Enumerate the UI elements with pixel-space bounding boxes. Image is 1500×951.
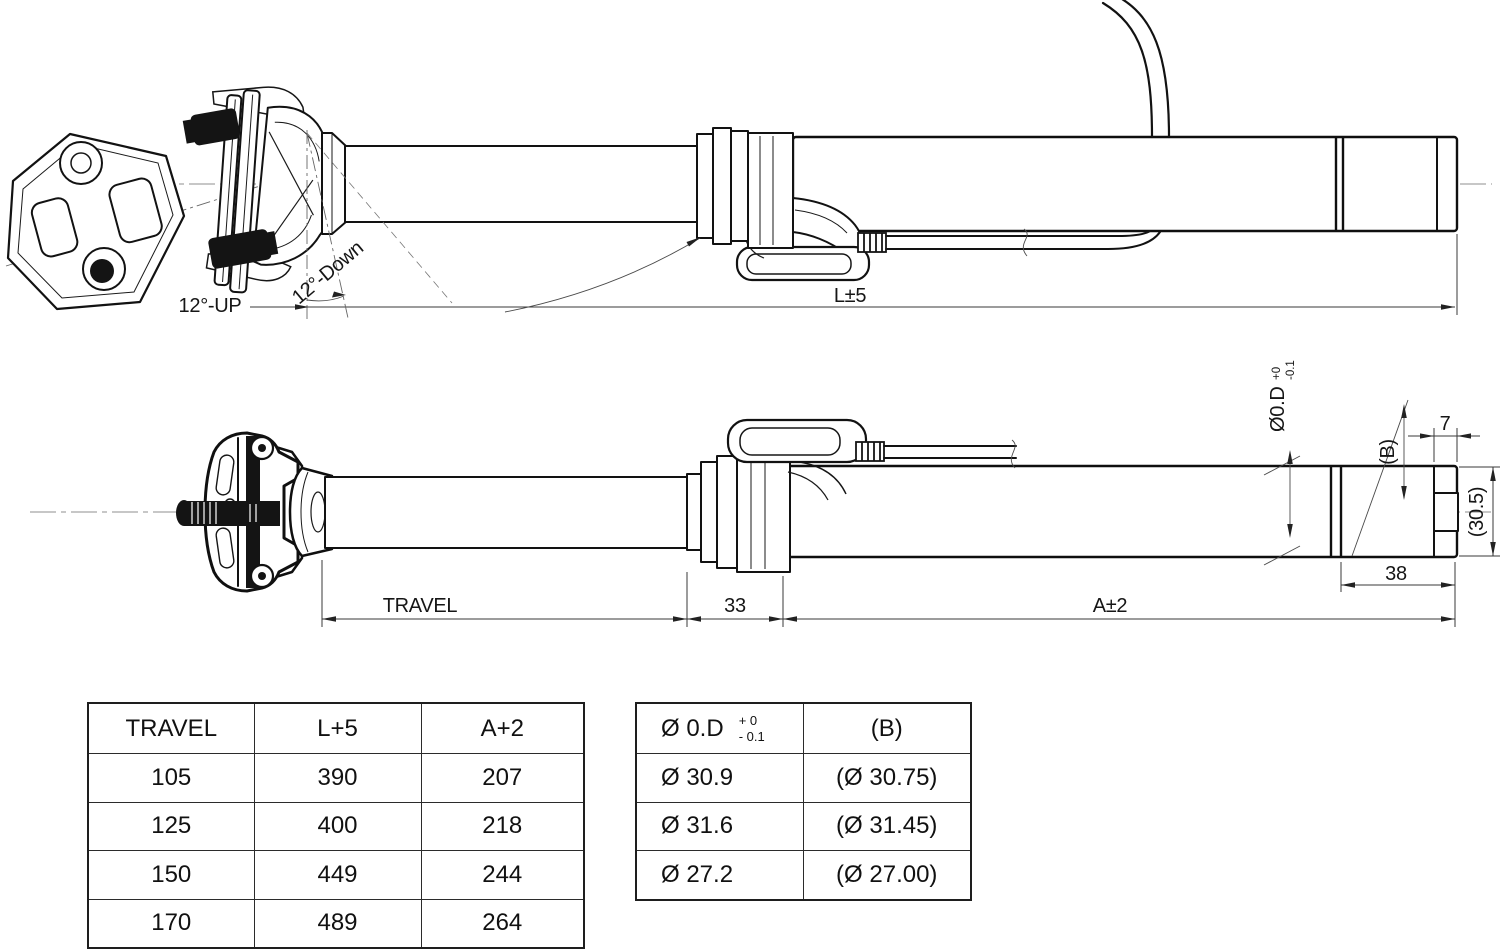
clamp-bolt-top — [182, 108, 240, 146]
data-cell: (Ø 31.45) — [802, 801, 972, 851]
saddle-clamp-front-view — [176, 431, 304, 593]
header-cell-a2: A+2 — [420, 702, 585, 754]
length-dim-label: L±5 — [834, 285, 866, 307]
diameter-table-header-row: Ø 0.D + 0 - 0.1 (B) — [635, 702, 972, 754]
od-tolerance-lower: - 0.1 — [738, 728, 765, 744]
od-header-text: Ø 0.D — [661, 714, 724, 742]
insertion-dim-label: A±2 — [1093, 595, 1128, 617]
travel-table-header-row: TRAVEL L+5 A+2 — [87, 702, 585, 754]
data-cell: 170 — [87, 898, 255, 949]
actuator-assembly-up — [726, 418, 1017, 501]
od-tol-lower: -0.1 — [1285, 360, 1297, 380]
bushing-dim-label: 38 — [1385, 563, 1407, 585]
header-cell-b: (B) — [802, 702, 972, 754]
top-view-extended: 12°-UP 12°-Down L±5 — [5, 0, 1492, 320]
data-cell: 489 — [253, 898, 422, 949]
table-row: 125 400 218 — [87, 801, 585, 851]
lower-tube — [791, 135, 1459, 233]
table-row: Ø 27.2 (Ø 27.00) — [635, 850, 972, 900]
middle-view-dimensions: TRAVEL 33 A±2 38 7 (30.5) — [321, 360, 1500, 627]
data-cell: Ø 30.9 — [635, 753, 804, 803]
end-cap-lip — [1433, 492, 1459, 532]
actuator-assembly — [735, 197, 871, 282]
upper-tube — [344, 145, 698, 223]
travel-table: TRAVEL L+5 A+2 105 390 207 125 400 218 1… — [87, 702, 585, 949]
data-cell: 400 — [253, 801, 422, 851]
housing-break-squiggle — [1010, 439, 1016, 469]
clamp-bolt-bottom — [208, 229, 279, 269]
clamp-bolt-front — [176, 500, 280, 526]
inner-tube-compressed — [324, 476, 688, 549]
od-header-tolerance: + 0 - 0.1 — [739, 713, 765, 744]
data-cell: (Ø 30.75) — [802, 753, 972, 803]
tip-dim-label: 7 — [1440, 413, 1451, 435]
header-cell-travel: TRAVEL — [87, 702, 255, 754]
header-cell-l5: L+5 — [253, 702, 422, 754]
data-cell: Ø 31.6 — [635, 801, 804, 851]
saddle-clamp-side-view — [182, 86, 335, 294]
diameter-table: Ø 0.D + 0 - 0.1 (B) Ø 30.9 (Ø 30.75) Ø 3… — [635, 702, 972, 901]
data-cell: 207 — [420, 753, 585, 803]
table-row: Ø 30.9 (Ø 30.75) — [635, 753, 972, 803]
table-row: Ø 31.6 (Ø 31.45) — [635, 801, 972, 851]
data-cell: 244 — [420, 850, 585, 900]
data-cell: 264 — [420, 898, 585, 949]
data-cell: 390 — [253, 753, 422, 803]
table-row: 150 449 244 — [87, 850, 585, 900]
header-cell-od: Ø 0.D + 0 - 0.1 — [635, 702, 804, 754]
data-cell: (Ø 27.00) — [802, 850, 972, 900]
table-row: 105 390 207 — [87, 753, 585, 803]
clamp-plate-end-view — [5, 132, 353, 311]
seal-collar — [696, 127, 794, 249]
outer-tube — [738, 464, 1459, 559]
data-cell: Ø 27.2 — [635, 850, 804, 900]
housing-break-squiggle — [1022, 228, 1028, 257]
gap-dim-label: 33 — [724, 595, 746, 617]
data-cell: 150 — [87, 850, 255, 900]
cable-housing — [857, 0, 1171, 257]
data-cell: 449 — [253, 850, 422, 900]
od-tolerance-upper: + 0 — [738, 712, 758, 728]
od-tol-upper: +0 — [1271, 367, 1283, 380]
data-cell: 105 — [87, 753, 255, 803]
travel-dim-label: TRAVEL — [383, 595, 458, 617]
data-cell: 125 — [87, 801, 255, 851]
data-cell: 218 — [420, 801, 585, 851]
od-dim-label: Ø0.D — [1267, 387, 1289, 432]
table-row: 170 489 264 — [87, 898, 585, 949]
end-diameter-label: (30.5) — [1466, 487, 1488, 537]
seal-collar-compressed — [686, 451, 791, 573]
angle-up-label: 12°-UP — [179, 295, 242, 317]
middle-view-compressed: TRAVEL 33 A±2 38 7 (30.5) — [30, 360, 1500, 627]
b-dim-label: (B) — [1377, 439, 1399, 465]
